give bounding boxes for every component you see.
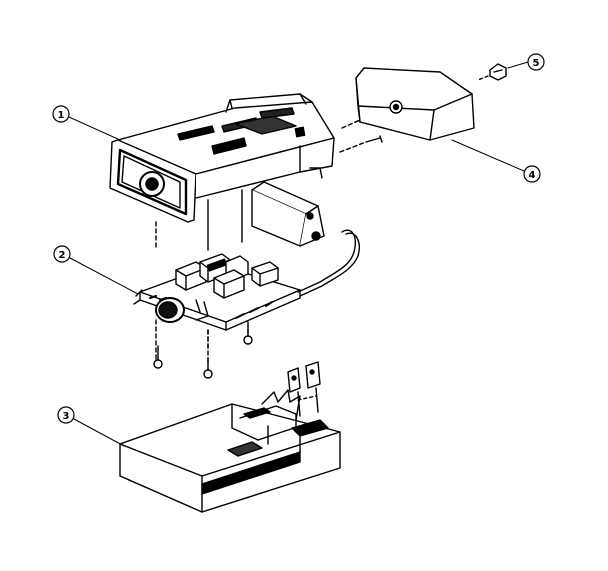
top-housing-part <box>109 93 335 251</box>
housing-screw-part <box>339 119 383 153</box>
battery-cover-part <box>355 67 475 141</box>
callout-leaders <box>68 61 529 447</box>
bottom-case-part <box>119 361 341 513</box>
leader-3 <box>73 418 125 447</box>
leader-4 <box>451 139 525 172</box>
callout-2-label: 2 <box>59 250 66 261</box>
leader-2 <box>69 257 139 295</box>
cover-screw-part <box>477 63 507 81</box>
callout-3-label: 3 <box>63 411 70 422</box>
callout-5-label: 5 <box>533 58 540 69</box>
callout-3: 3 <box>57 406 75 424</box>
leader-5 <box>507 61 529 69</box>
callout-1: 1 <box>52 105 70 123</box>
callout-1-label: 1 <box>58 110 65 121</box>
battery-part <box>251 181 360 297</box>
callout-5: 5 <box>527 53 545 71</box>
board-screws-part <box>153 325 253 379</box>
callout-2: 2 <box>53 245 71 263</box>
circuit-board-assembly-part <box>133 253 301 363</box>
leader-1 <box>68 116 121 141</box>
callout-4: 4 <box>523 165 541 183</box>
callout-4-label: 4 <box>529 170 536 181</box>
